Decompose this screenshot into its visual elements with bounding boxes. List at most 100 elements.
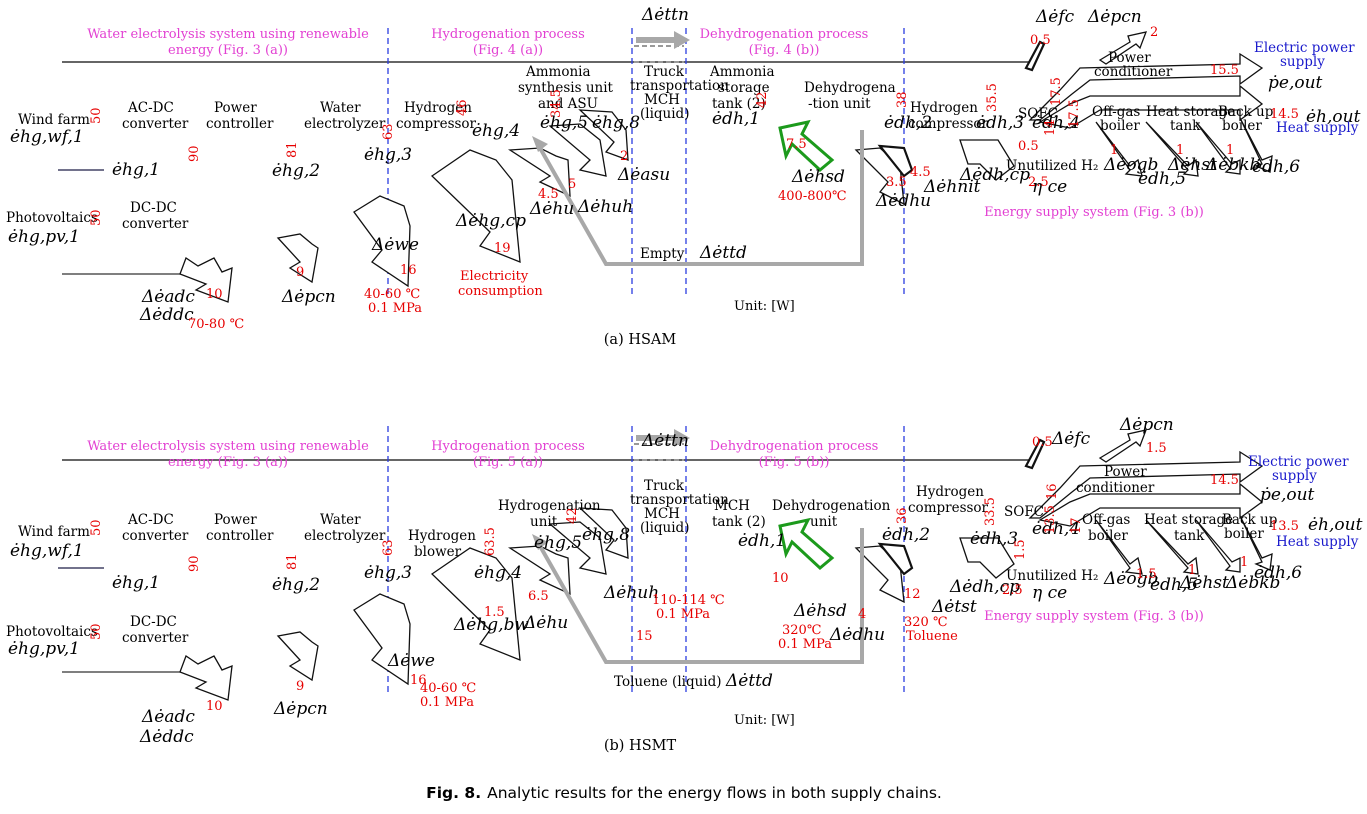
label-acdc-2: converter [122,116,189,132]
value-1b: 1 [1176,143,1184,158]
value-14-5-b: 14.5 [1210,473,1239,488]
label-heat-supply-b: Heat supply [1276,534,1359,550]
value-9-b: 9 [296,679,304,694]
value-50b: 50 [89,209,104,226]
symbol-hg3: ėhg,3 [364,145,412,165]
label-electric-power-supply-2: supply [1280,54,1325,70]
value-16: 16 [400,263,417,278]
symbol-dh6-b: ėdh,6 [1254,563,1302,583]
label-photovoltaics: Photovoltaics [6,210,98,226]
symbol-bkb: Δėbkb [1205,155,1260,175]
label-mch-tank-2: tank (2) [712,514,766,530]
value-81: 81 [285,141,300,158]
label-mch-tank: MCH [714,498,750,514]
figure-caption: Fig. 8.Analytic results for the energy f… [426,784,942,802]
label-electricity: Electricity [460,269,529,284]
label-power-controller-2-b: controller [206,528,274,544]
symbol-hg8: ėhg,8 [592,113,640,133]
label-hydrogen-compressor-dh-2-b: compressor [908,500,989,516]
value-10a-b: 10 [206,699,223,714]
symbol-hu: Δėhu [529,199,574,219]
label-dcdc-2-b: converter [122,630,189,646]
label-backup-boiler-2-b: boiler [1224,526,1264,542]
label-hydrogen-compressor: Hydrogen [404,100,472,116]
condition-0-1-mpa-b2: 0.1 MPa [656,607,710,622]
symbol-hg2-b: ėhg,2 [272,575,320,595]
symbol-dh3: ėdh,3 [976,113,1024,133]
value-34-5: 34.5 [549,89,564,118]
symbol-pcn-b: Δėpcn [273,699,328,719]
label-water-electrolyzer-2: electrolyzer [304,116,386,132]
symbol-we-b: Δėwe [387,651,435,671]
symbol-ogb-b: Δėogb [1103,569,1158,589]
value-13-5b-b: 13.5 [1270,519,1299,534]
section-water-electrolysis-b: Water electrolysis system using renewabl… [87,439,369,454]
value-1c: 1 [1226,143,1234,158]
label-power-controller-b: Power [214,512,257,528]
value-2-5-b: 2.5 [1002,583,1023,598]
label-offgas-boiler: Off-gas [1092,104,1140,120]
value-63: 63 [381,123,396,140]
label-truck: Truck [644,64,685,80]
symbol-pe-out-b: ṗe,out [1260,485,1315,505]
symbol-huh-b: Δėhuh [603,583,659,603]
value-10b-b: 10 [772,571,789,586]
label-dehydrogenation-unit-b: Dehydrogenation [772,498,891,514]
symbol-dh5: ėdh,5 [1138,169,1186,189]
label-toluene-liquid: Toluene (liquid) [614,674,722,690]
symbol-pe-out: ṗe,out [1268,73,1323,93]
value-0-5b: 0.5 [1018,139,1039,154]
value-14: 14 [1043,119,1058,136]
value-15-5: 15.5 [1210,63,1239,78]
label-sofc-b: SOFC [1004,504,1044,520]
figure-caption-text: Analytic results for the energy flows in… [487,784,942,802]
symbol-dh1: ėdh,1 [712,109,760,129]
label-truck-2-b: transportation [630,492,729,508]
section-energy-supply-b: Energy supply system (Fig. 3 (b)) [984,609,1204,624]
symbol-hgcp: Δėhg,cp [455,211,526,231]
value-14-5: 14.5 [1270,107,1299,122]
symbol-tst-b: Δėtst [931,597,977,617]
label-power-conditioner-2-b: conditioner [1076,480,1155,496]
symbol-dh3-b: ėdh,3 [970,529,1018,549]
value-13-5-b: 13.5 [1043,505,1058,534]
condition-110-114-b: 110-114 ℃ [652,593,725,608]
label-power-controller: Power [214,100,257,116]
unit-label-b: Unit: [W] [734,713,795,728]
label-dehydrogenation-unit: Dehydrogena [804,80,896,96]
label-unutilized-h2: Unutilized H₂ [1006,158,1098,174]
label-wind-farm: Wind farm [18,112,90,128]
condition-320-b: 320℃ [782,623,821,638]
condition-0-1-mpa-b: 0.1 MPa [420,695,474,710]
label-toluene: Toluene [906,629,958,644]
value-1-5d-b: 1.5 [1136,567,1157,582]
symbol-hg2: ėhg,2 [272,161,320,181]
label-truck-3-b: MCH [644,506,680,522]
label-ammonia-storage: Ammonia [709,64,775,80]
label-wind-farm-b: Wind farm [18,524,90,540]
symbol-hg4-b: ėhg,4 [474,563,522,583]
value-35-5: 35.5 [985,83,1000,112]
symbol-dhu: Δėdhu [875,191,931,211]
value-4-b: 4 [858,607,866,622]
section-energy-supply: Energy supply system (Fig. 3 (b)) [984,205,1204,220]
symbol-hst: Δėhst [1167,155,1217,175]
condition-0-1-mpa: 0.1 MPa [368,301,422,316]
value-1a-b: 1 [1188,563,1196,578]
label-water-electrolyzer-2-b: electrolyzer [304,528,386,544]
label-backup-boiler-b: Back up [1222,512,1277,528]
value-9: 9 [296,265,304,280]
value-5: 5 [568,177,576,192]
label-electric-power-supply: Electric power [1254,40,1355,56]
symbol-hnit: Δėhnit [923,177,981,197]
symbol-ddc: Δėddc [139,305,194,325]
symbol-hg8-b: ėhg,8 [582,525,630,545]
label-ammonia-synthesis-2: synthesis unit [518,80,614,96]
label-sofc: SOFC [1018,106,1058,122]
symbol-ogb: Δėogb [1103,155,1158,175]
symbol-dh2: ėdh,2 [884,113,932,133]
label-hydrogen-blower-2: blower [414,544,462,560]
symbol-fc: Δėfc [1035,7,1075,27]
symbol-adc: Δėadc [141,287,195,307]
value-50b-b: 50 [89,623,104,640]
